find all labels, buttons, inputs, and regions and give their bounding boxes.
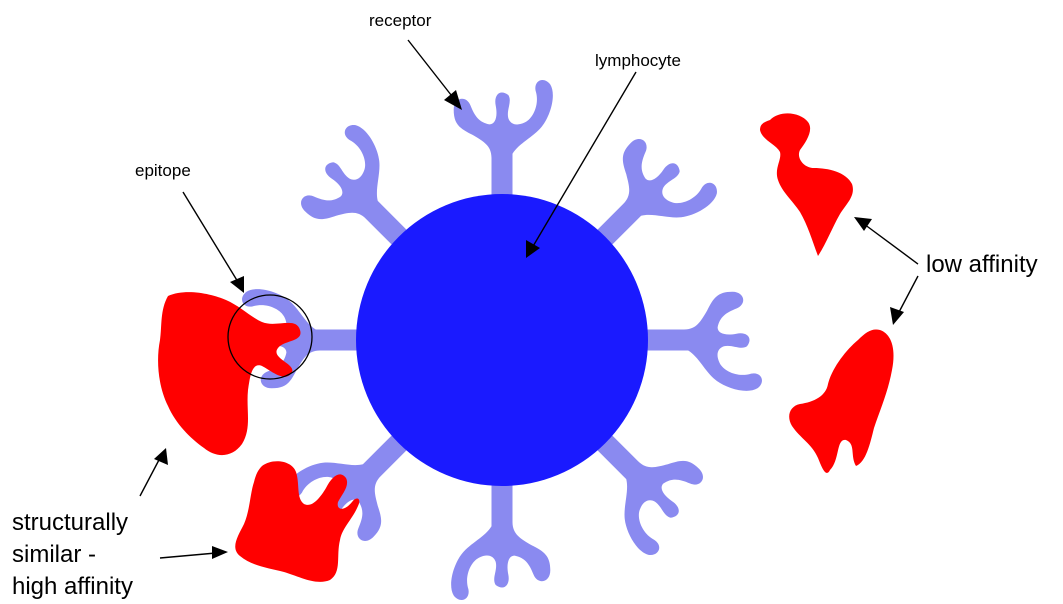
label-lymphocyte: lymphocyte (595, 51, 681, 70)
arrowhead-epitope (230, 276, 244, 293)
label-epitope: epitope (135, 161, 191, 180)
label-high-affinity-line3: high affinity (12, 573, 133, 600)
receptor-bottom (451, 480, 550, 600)
receptor-top (454, 80, 553, 200)
receptor-right (642, 292, 762, 391)
arrowhead-low-affinity-top (854, 217, 872, 231)
arrowhead-high-affinity-bottom (212, 546, 228, 559)
label-high-affinity-line1: structurally (12, 509, 128, 536)
antigen-high-affinity-left (158, 292, 300, 455)
arrow-high-affinity-bottom (160, 553, 216, 558)
label-high-affinity-line2: similar - (12, 541, 96, 568)
arrow-low-affinity-bottom (898, 276, 918, 314)
antigen-low-affinity-bottom (789, 329, 893, 472)
arrow-high-affinity-left (140, 458, 160, 496)
lymphocyte-cell (356, 194, 648, 486)
antigen-low-affinity-top (760, 113, 853, 256)
label-receptor: receptor (369, 11, 432, 30)
arrow-epitope (183, 192, 238, 282)
antigen-high-affinity-bottom (235, 461, 359, 582)
arrow-low-affinity-top (864, 224, 918, 264)
arrowhead-high-affinity-left (154, 448, 168, 465)
arrowhead-low-affinity-bottom (890, 307, 904, 325)
arrow-receptor (408, 40, 455, 100)
label-low-affinity: low affinity (926, 251, 1038, 278)
